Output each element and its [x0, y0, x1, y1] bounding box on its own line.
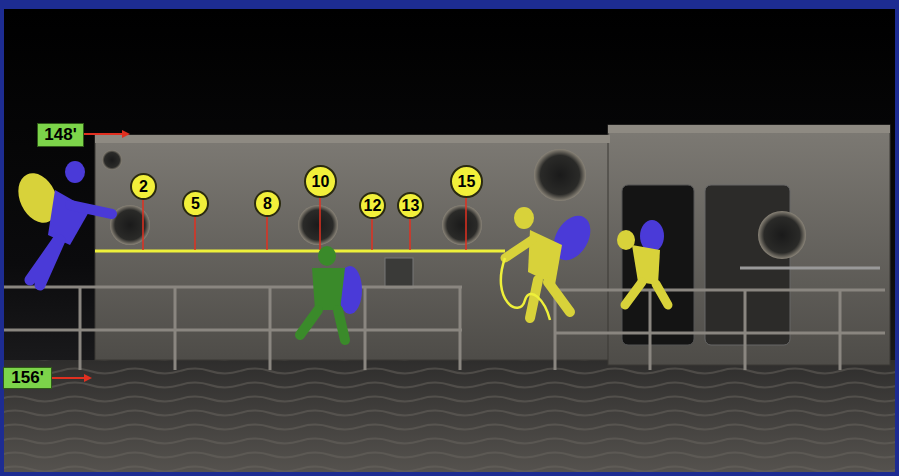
post	[554, 290, 557, 370]
callout-number: 2	[130, 173, 157, 200]
hull-side	[95, 135, 610, 360]
diver-head	[514, 207, 534, 229]
callout-number: 5	[182, 190, 209, 217]
water-background	[4, 9, 895, 472]
arrowhead	[122, 130, 130, 138]
diver-body	[312, 268, 345, 310]
callout-number: 13	[397, 192, 424, 219]
porthole	[442, 205, 482, 245]
diver-arm	[505, 240, 532, 258]
post	[649, 290, 652, 370]
leader-line	[409, 218, 411, 250]
deck-edge	[95, 135, 610, 143]
seabed	[4, 360, 895, 472]
leader-line	[142, 199, 144, 250]
doorway	[622, 185, 694, 345]
diver-head	[65, 161, 85, 183]
diver-head	[617, 230, 635, 250]
post	[269, 287, 272, 370]
depth-arrow	[52, 377, 84, 379]
porthole	[758, 211, 806, 259]
diver-arm	[70, 205, 112, 214]
seabed-ripples	[4, 360, 895, 472]
callout-number: 8	[254, 190, 281, 217]
hatch	[385, 258, 413, 288]
leader-line	[371, 218, 373, 250]
diver-leg	[530, 280, 570, 318]
callout-number: 10	[304, 165, 337, 198]
diver-body	[632, 245, 660, 285]
depth-arrow	[84, 133, 122, 135]
diver	[11, 161, 112, 285]
leader-line	[465, 197, 467, 250]
porthole	[298, 205, 338, 245]
post	[459, 287, 462, 370]
porthole	[534, 149, 586, 201]
handrail	[740, 267, 880, 270]
diver-leg	[30, 240, 60, 285]
post	[79, 287, 82, 370]
rail	[555, 332, 885, 335]
diver-leg	[300, 310, 345, 340]
diver-head	[318, 246, 336, 266]
rail	[4, 286, 462, 289]
leader-line	[319, 197, 321, 250]
arrowhead	[84, 374, 92, 382]
callout-number: 12	[359, 192, 386, 219]
diver-leg	[625, 282, 668, 305]
post	[364, 287, 367, 370]
diver	[300, 246, 362, 340]
post	[744, 290, 747, 370]
rail	[4, 329, 462, 332]
door	[705, 185, 790, 345]
rail	[555, 289, 885, 292]
guide-line	[95, 250, 505, 253]
porthole	[102, 150, 122, 170]
depth-label: 148'	[37, 123, 84, 147]
leader-line	[266, 216, 268, 250]
leader-line	[194, 216, 196, 250]
diver	[617, 220, 668, 305]
reel-line	[501, 258, 550, 320]
railing	[4, 287, 885, 370]
callout-number: 15	[450, 165, 483, 198]
post	[839, 290, 842, 370]
deck-edge	[608, 125, 890, 133]
post	[174, 287, 177, 370]
depth-label: 156'	[3, 367, 52, 389]
diver	[501, 207, 598, 320]
